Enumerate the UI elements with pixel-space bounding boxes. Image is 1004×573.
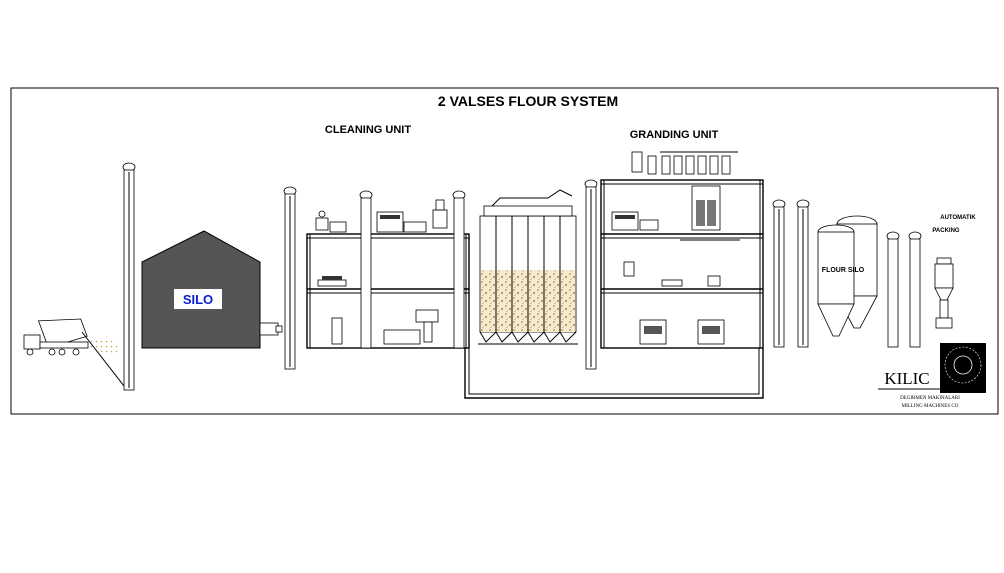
logo-line1: DEGIRMEN MAKINALARI — [900, 396, 960, 401]
bucket-elevator-3 — [584, 179, 598, 370]
granding-unit-building — [600, 151, 764, 349]
bucket-elevator-4 — [772, 199, 786, 348]
kilic-logo: KILIC DEGIRMEN MAKINALARI MILLING MACHIN… — [878, 343, 986, 409]
diagram-title: 2 VALSES FLOUR SYSTEM — [438, 93, 618, 109]
flour-silo: FLOUR SILO — [817, 215, 878, 337]
packing-label: PACKING — [932, 228, 960, 234]
tempering-bins — [478, 189, 578, 345]
transfer-conveyor — [464, 348, 764, 399]
silo-label: SILO — [183, 292, 213, 307]
diagram-frame — [10, 87, 999, 415]
bucket-elevator-6 — [886, 231, 900, 348]
dump-truck-icon — [23, 318, 124, 356]
silo-building: SILO — [141, 230, 283, 349]
bucket-elevator-1 — [122, 162, 136, 391]
logo-name: KILIC — [884, 369, 929, 388]
bucket-elevator-7 — [908, 231, 922, 348]
cleaning-unit-building — [306, 190, 470, 349]
bucket-elevator-5 — [796, 199, 810, 348]
granding-unit-label: GRANDING UNIT — [630, 129, 719, 141]
logo-line2: MILLING MACHINES CO — [902, 404, 959, 409]
packing-machine-icon — [934, 257, 954, 329]
automatik-label: AUTOMATIK — [940, 215, 976, 221]
bucket-elevator-2 — [283, 186, 297, 370]
flour-silo-label: FLOUR SILO — [822, 267, 865, 274]
cleaning-unit-label: CLEANING UNIT — [325, 124, 411, 136]
